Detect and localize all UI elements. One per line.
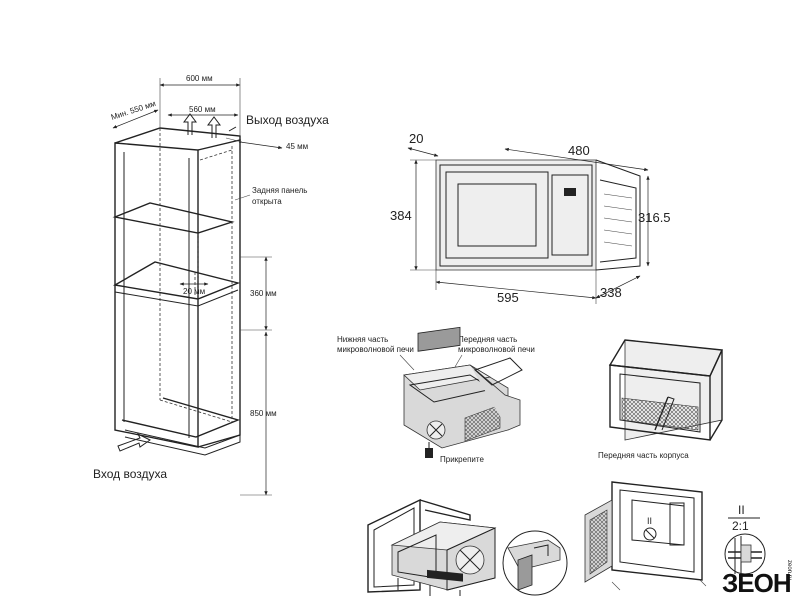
bottom-part-label-2: микроволновой печи [337, 345, 414, 354]
dim-600-label: 600 мм [186, 74, 213, 83]
assembly-exploded-view [367, 498, 497, 596]
brand-logo: ЗЕОН zeon.ru [722, 560, 792, 598]
pointer-line [654, 396, 669, 431]
dim-338-label: 338 [600, 285, 622, 300]
cabinet-floor [121, 397, 241, 438]
front-part-label-2: микроволновой печи [458, 345, 535, 354]
assembly-bottom-view: Нижняя часть микроволновой печи Передняя… [337, 326, 535, 464]
assembly-door-view: II [584, 481, 707, 591]
screw-icon [425, 448, 433, 458]
dim-560-label: 560 мм [189, 105, 216, 114]
brand-side-text: zeon.ru [786, 560, 792, 580]
dim-20-label: 20 [409, 131, 423, 146]
dim-45-label: 45 мм [286, 142, 308, 151]
dim-min-550-label: Мин. 550 мм [110, 99, 157, 122]
bracket-icon [507, 539, 561, 571]
frame-left [367, 498, 421, 593]
cabinet-dimensions: 600 мм 560 мм Мин. 550 мм Выход воздуха … [93, 74, 329, 496]
air-out-arrow-2 [207, 116, 221, 138]
front-body-label: Передняя часть корпуса [598, 451, 689, 460]
dim-20-cabinet-label: 20 мм [183, 287, 205, 296]
assembly-front-body: Передняя часть корпуса [598, 339, 724, 460]
ratio-label: 2:1 [732, 519, 749, 533]
shelf-top [112, 202, 235, 234]
shelf-middle [112, 261, 241, 300]
attach-label: Прикрепите [440, 455, 484, 464]
air-in-label: Вход воздуха [93, 467, 167, 481]
body-grid [621, 397, 699, 431]
microwave-dimension-view: 20 480 384 316.5 595 338 [390, 131, 671, 305]
brand-logo-text: ЗЕОН [722, 568, 791, 598]
bottom-part-label-1: Нижняя часть [337, 335, 388, 344]
air-in-arrow [117, 432, 151, 452]
frame-front [611, 481, 703, 581]
microwave-front-frame [435, 159, 597, 271]
microwave-door-outer [445, 171, 549, 259]
detail-ii: II 2:1 [724, 503, 766, 576]
rear-panel-label-1: Задняя панель [252, 186, 307, 195]
cabinet-drawing [112, 127, 241, 456]
front-part-label-1: Передняя часть [458, 335, 517, 344]
microwave-window [457, 183, 537, 247]
dim-850-label: 850 мм [250, 409, 277, 418]
dim-316-5-label: 316.5 [638, 210, 671, 225]
cabinet-right-side [197, 139, 241, 448]
rear-panel-label-2: открыта [252, 197, 282, 206]
dim-480-label: 480 [568, 143, 590, 158]
bracket-detail [502, 530, 568, 596]
dim-384-label: 384 [390, 208, 412, 223]
roman-door-label: II [647, 516, 652, 526]
dim-595-label: 595 [497, 290, 519, 305]
microwave-control-panel [551, 174, 589, 256]
cabinet-top-edge [114, 127, 241, 144]
air-out-arrow-1 [183, 113, 197, 135]
air-out-label: Выход воздуха [246, 113, 329, 127]
roman-detail-label: II [738, 503, 745, 517]
dim-360-label: 360 мм [250, 289, 277, 298]
